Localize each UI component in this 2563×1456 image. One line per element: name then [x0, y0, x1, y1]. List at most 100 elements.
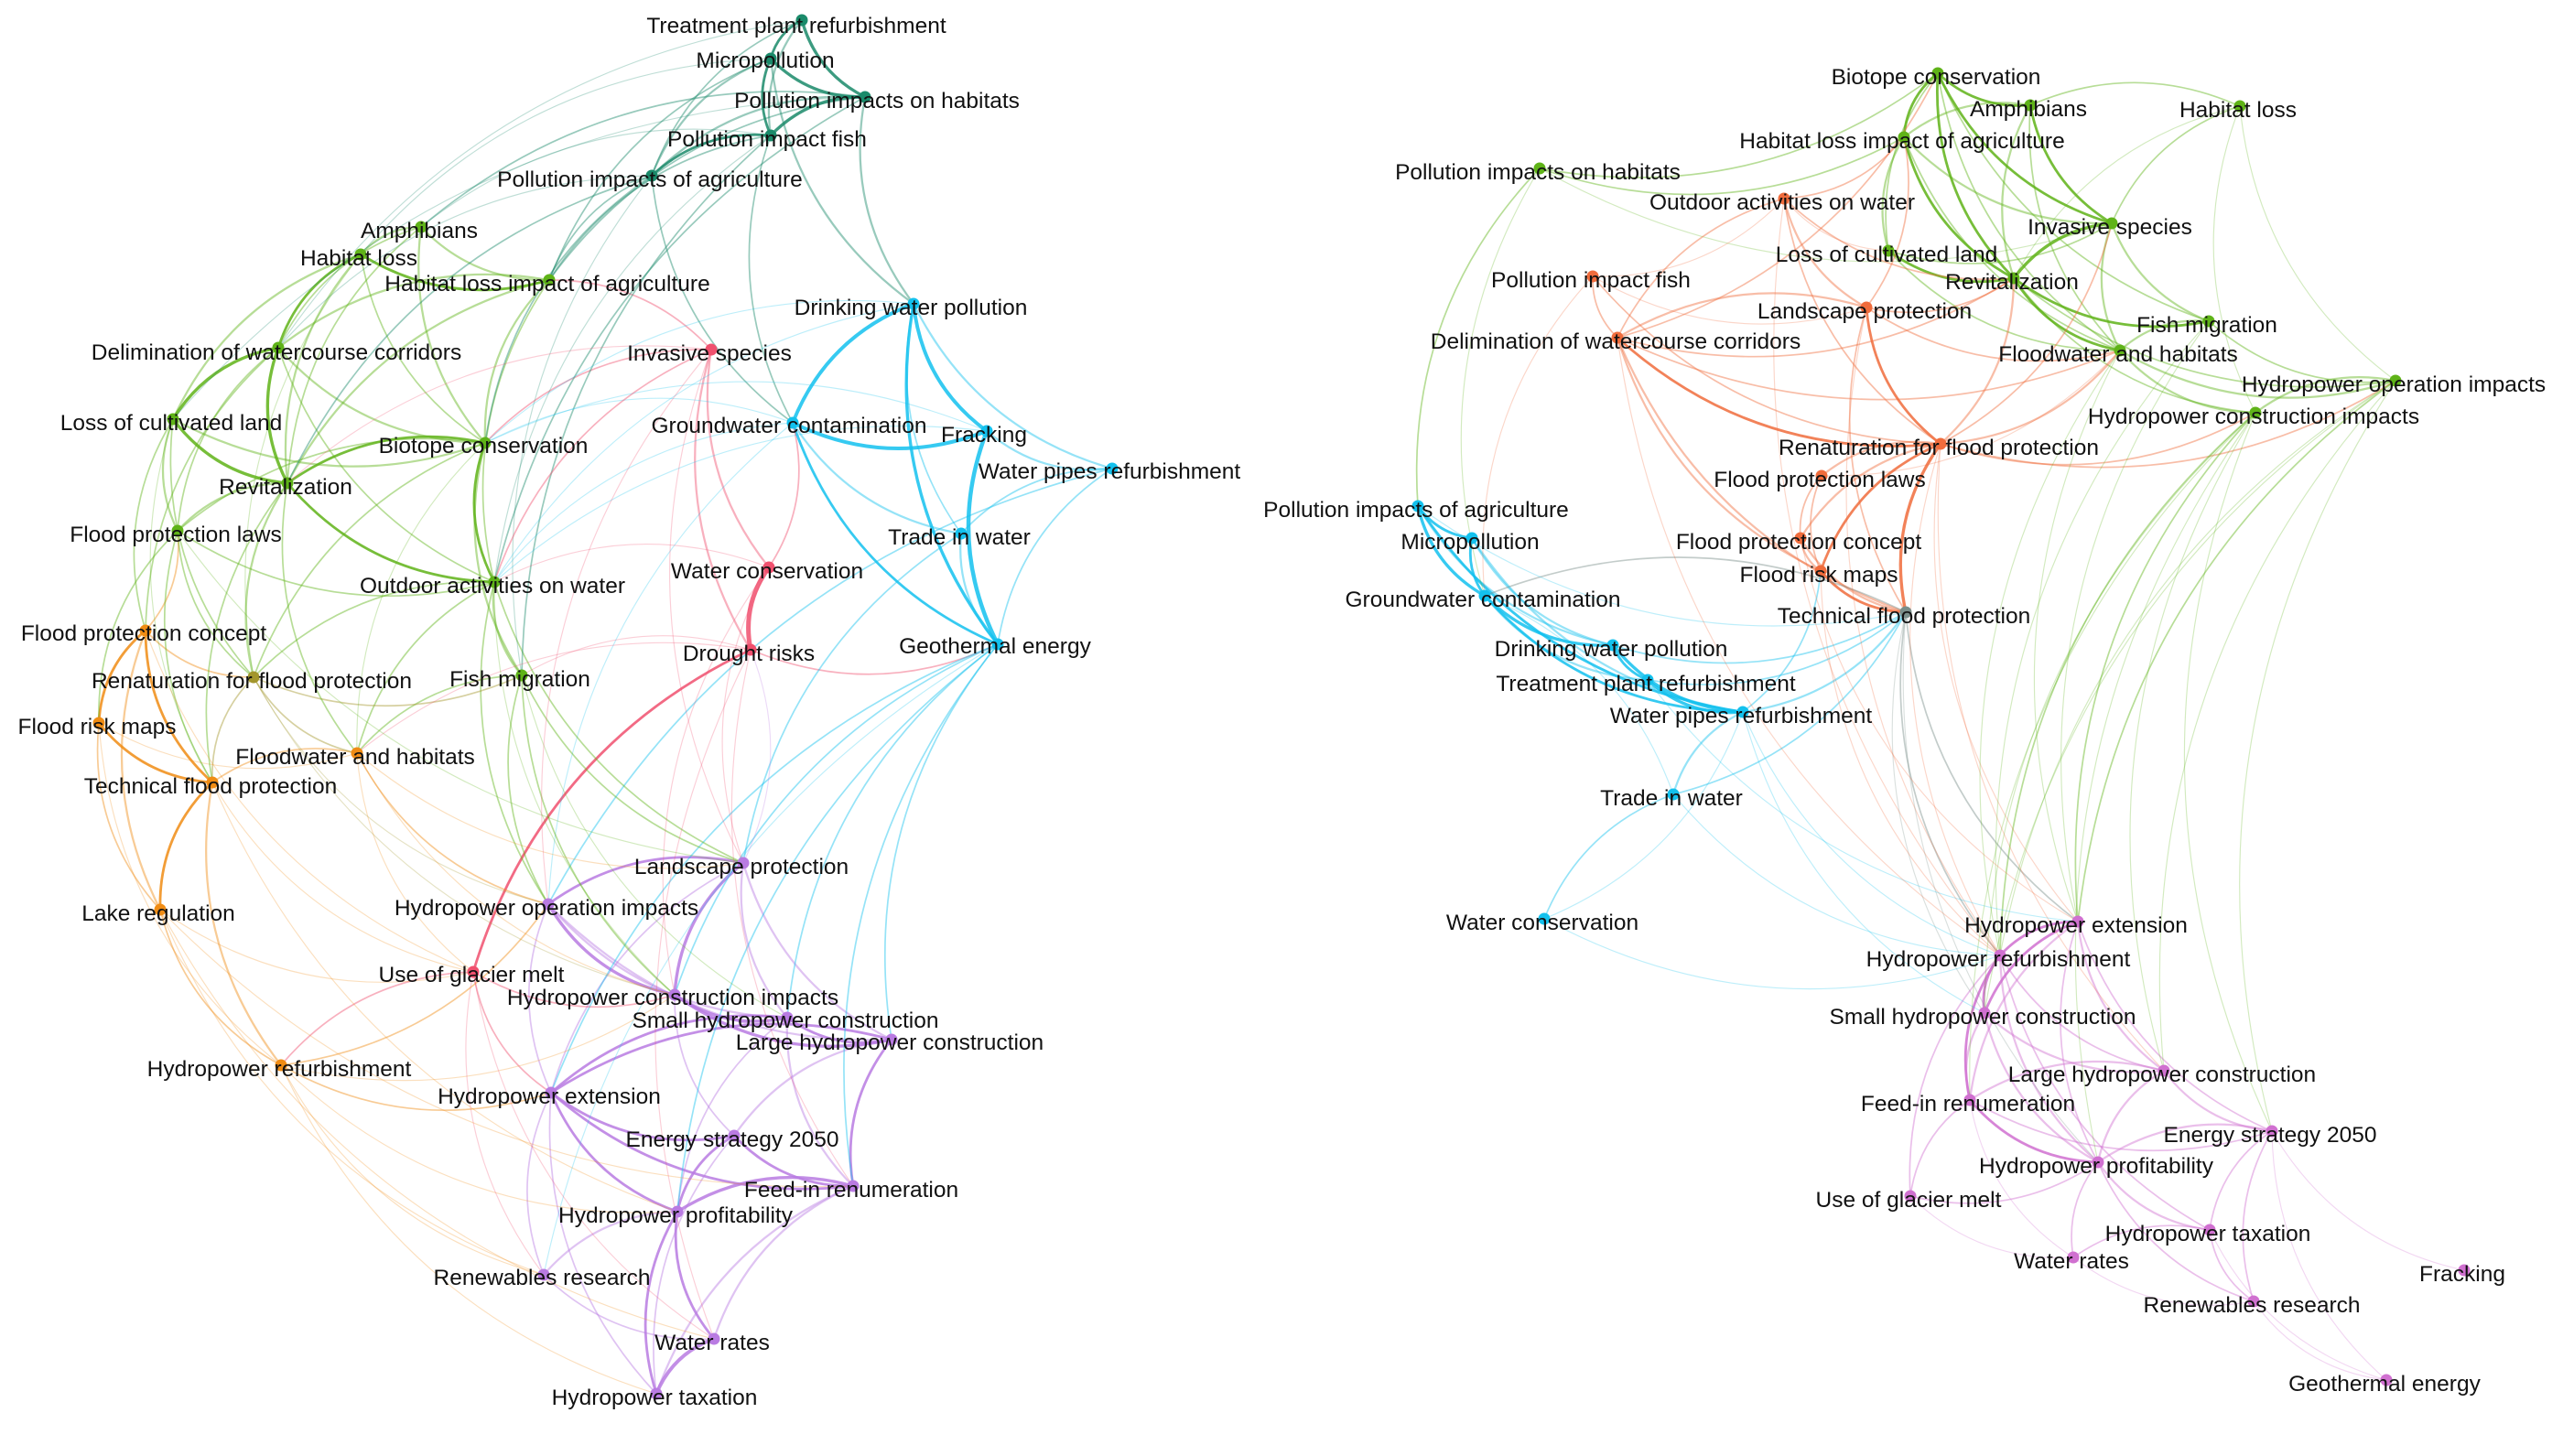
node-l31[interactable]	[154, 903, 167, 916]
node-l18[interactable]	[171, 524, 184, 537]
node-r31[interactable]	[1994, 949, 2006, 962]
node-r23[interactable]	[1478, 589, 1491, 602]
node-label-l3: Pollution impacts on habitats	[734, 89, 1020, 113]
node-r1[interactable]	[1931, 67, 1944, 80]
node-l10[interactable]	[272, 341, 285, 354]
node-l9[interactable]	[907, 297, 920, 310]
node-l37[interactable]	[275, 1059, 287, 1072]
node-r40[interactable]	[2458, 1264, 2471, 1277]
node-r39[interactable]	[2067, 1251, 2080, 1264]
node-r5[interactable]	[1533, 162, 1546, 175]
node-l15[interactable]	[479, 437, 492, 449]
node-l32[interactable]	[542, 898, 555, 911]
node-r38[interactable]	[2203, 1224, 2216, 1236]
node-l38[interactable]	[545, 1086, 557, 1099]
node-l29[interactable]	[206, 776, 219, 789]
node-l35[interactable]	[781, 1011, 794, 1024]
node-l6[interactable]	[415, 221, 427, 233]
node-r36[interactable]	[2092, 1156, 2104, 1169]
node-l21[interactable]	[488, 576, 501, 588]
node-label-l31: Lake regulation	[81, 901, 235, 926]
node-l42[interactable]	[537, 1268, 550, 1281]
node-l1[interactable]	[795, 14, 808, 27]
node-r9[interactable]	[1586, 270, 1599, 283]
edge-R27-R31	[1742, 711, 2001, 956]
node-label-r10: Revitalization	[1945, 270, 2079, 295]
node-r13[interactable]	[1611, 331, 1624, 344]
node-r34[interactable]	[1963, 1094, 1976, 1106]
node-r10[interactable]	[2007, 272, 2020, 285]
node-r21[interactable]	[1794, 532, 1807, 545]
node-l41[interactable]	[671, 1205, 684, 1218]
node-r26[interactable]	[1641, 674, 1654, 686]
node-l23[interactable]	[744, 643, 757, 656]
node-l22[interactable]	[139, 624, 152, 637]
edge-R27-R32	[1742, 711, 1985, 1014]
node-l33[interactable]	[467, 965, 480, 978]
node-r41[interactable]	[2247, 1295, 2260, 1308]
node-l2[interactable]	[764, 52, 777, 65]
node-r30[interactable]	[2071, 915, 2084, 928]
node-l44[interactable]	[650, 1387, 663, 1400]
node-l5[interactable]	[645, 169, 658, 182]
edge-R15-R35	[2239, 380, 2396, 1132]
node-r33[interactable]	[2157, 1064, 2170, 1077]
node-r32[interactable]	[1978, 1007, 1991, 1019]
node-r25[interactable]	[1606, 639, 1619, 652]
node-l34[interactable]	[668, 988, 681, 1001]
node-l25[interactable]	[247, 671, 260, 684]
node-r29[interactable]	[1538, 912, 1551, 925]
edge-R29-R31	[1543, 918, 2001, 990]
edge-R18-R22	[1810, 475, 1822, 572]
node-l19[interactable]	[955, 527, 968, 540]
node-r4[interactable]	[1898, 131, 1910, 144]
node-l40[interactable]	[847, 1180, 860, 1192]
node-l11[interactable]	[705, 343, 718, 356]
node-r22[interactable]	[1814, 565, 1827, 577]
node-r6[interactable]	[1778, 192, 1790, 205]
node-l20[interactable]	[762, 561, 775, 574]
node-l3[interactable]	[859, 91, 871, 103]
edge-L7-L25	[244, 253, 362, 678]
node-r17[interactable]	[1934, 437, 1947, 450]
node-r16[interactable]	[2249, 406, 2262, 419]
node-r35[interactable]	[2266, 1125, 2278, 1138]
node-r24[interactable]	[1899, 606, 1912, 619]
node-l17[interactable]	[281, 477, 294, 490]
node-l13[interactable]	[786, 416, 799, 429]
node-l36[interactable]	[885, 1033, 898, 1046]
node-l26[interactable]	[515, 669, 528, 682]
node-r11[interactable]	[1860, 301, 1873, 314]
edge-R15-R31	[1999, 380, 2396, 956]
node-l7[interactable]	[354, 248, 367, 261]
node-l14[interactable]	[980, 425, 993, 437]
node-l28[interactable]	[351, 747, 363, 760]
edge-L24-L34	[674, 643, 999, 996]
node-r19[interactable]	[1411, 500, 1424, 512]
node-r12[interactable]	[2202, 315, 2215, 328]
node-r14[interactable]	[2114, 344, 2126, 357]
node-l8[interactable]	[543, 274, 556, 286]
node-r20[interactable]	[1465, 532, 1478, 545]
edge-L7-L15	[360, 253, 486, 444]
node-r18[interactable]	[1815, 469, 1828, 482]
node-r28[interactable]	[1667, 788, 1680, 801]
node-r2[interactable]	[2024, 99, 2037, 112]
node-l43[interactable]	[708, 1332, 720, 1345]
node-l30[interactable]	[737, 857, 750, 869]
edge-R16-R36	[2074, 412, 2256, 1163]
node-r7[interactable]	[2105, 217, 2118, 230]
node-l27[interactable]	[92, 717, 105, 729]
node-r37[interactable]	[1904, 1190, 1917, 1203]
node-l24[interactable]	[991, 638, 1004, 651]
node-r15[interactable]	[2389, 374, 2402, 387]
edge-L10-L21	[277, 347, 495, 583]
node-r8[interactable]	[1882, 244, 1895, 257]
node-l4[interactable]	[764, 129, 777, 142]
node-l12[interactable]	[167, 413, 179, 426]
node-r3[interactable]	[2233, 100, 2246, 113]
node-l39[interactable]	[728, 1129, 741, 1142]
node-r27[interactable]	[1736, 706, 1749, 718]
node-r42[interactable]	[2380, 1374, 2393, 1386]
node-l16[interactable]	[1106, 462, 1119, 475]
